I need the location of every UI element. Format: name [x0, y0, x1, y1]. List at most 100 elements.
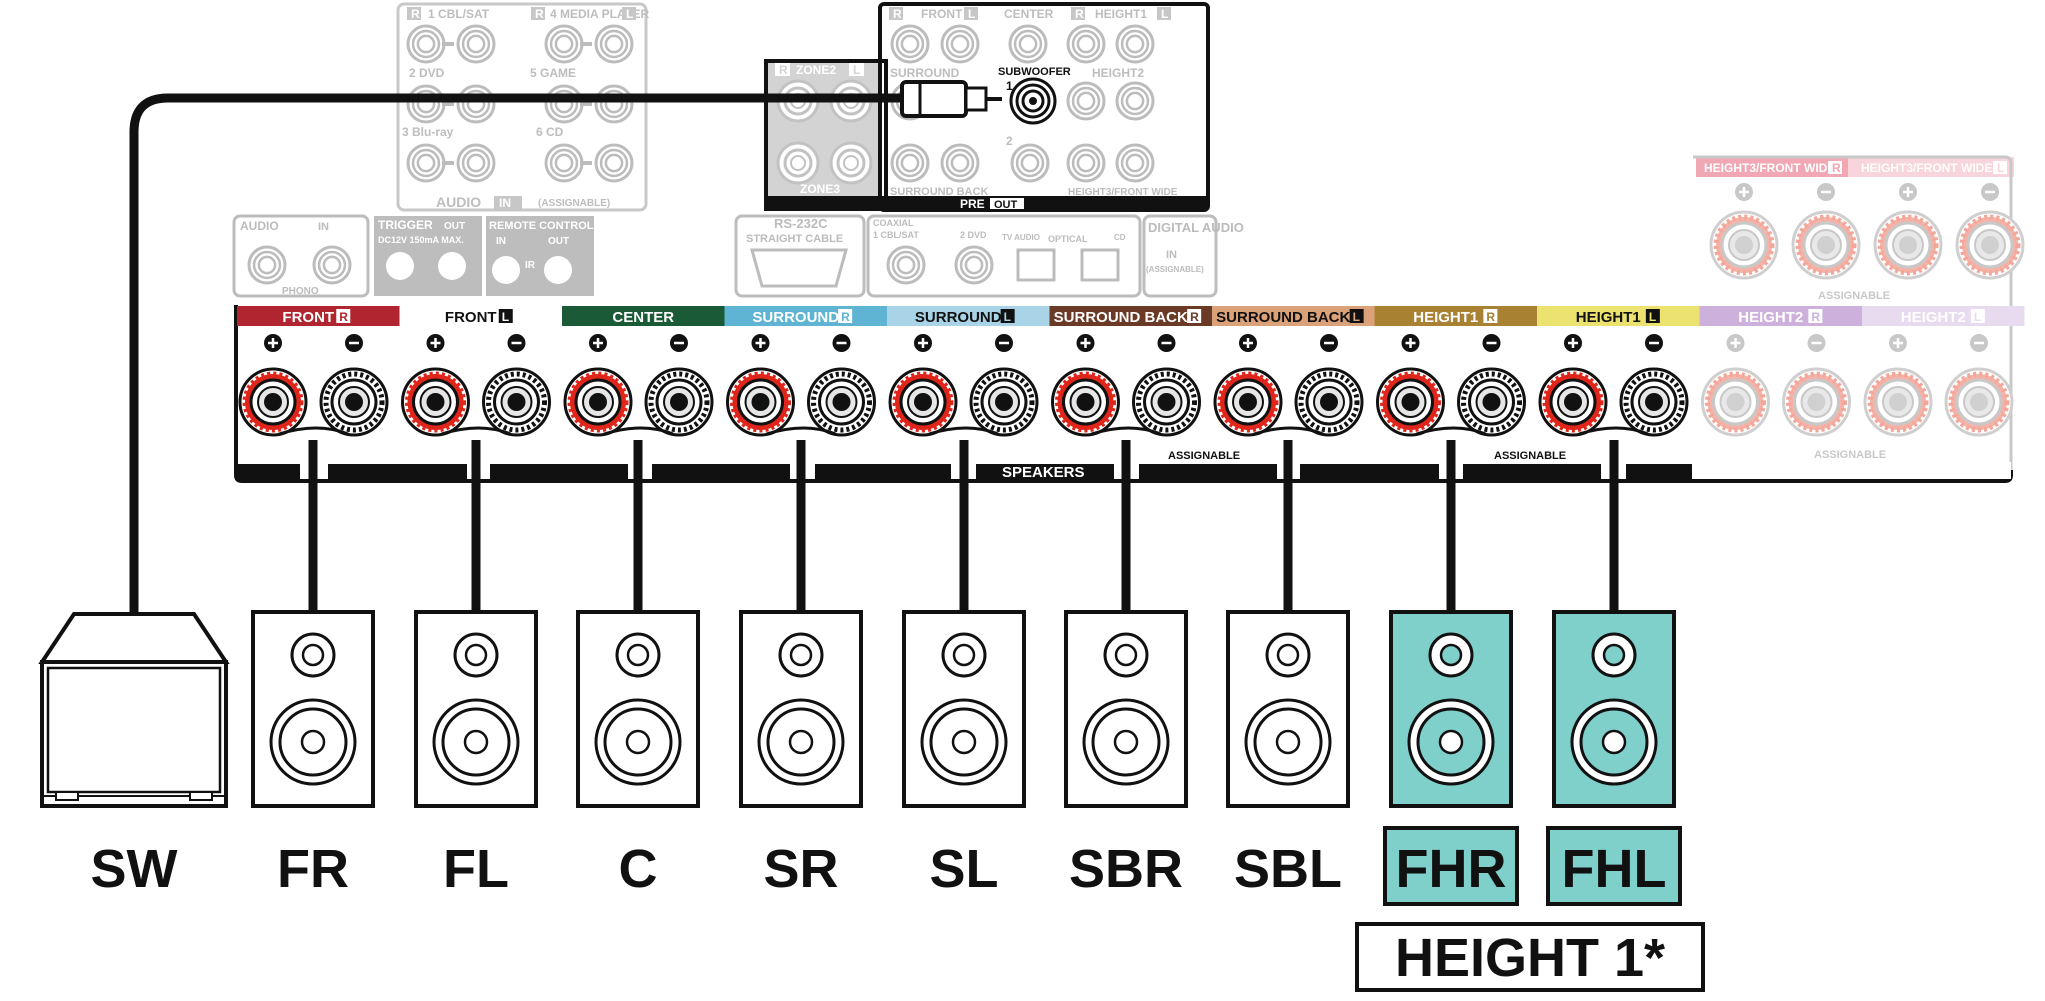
- terminal-label: HEIGHT2: [1738, 309, 1803, 326]
- svg-text:L: L: [626, 7, 633, 21]
- input-rca-jack: [406, 143, 446, 183]
- positive-binding-post: [1538, 367, 1608, 437]
- speaker-code-label: SBL: [1234, 839, 1342, 899]
- cable-clip: [1578, 426, 1649, 436]
- input-cbl-sat-label: 1 CBL/SAT: [428, 7, 490, 21]
- speaker-fhr: FHR: [1383, 610, 1519, 906]
- positive-binding-post: [1213, 367, 1283, 437]
- speaker-code-box: [1546, 826, 1682, 906]
- tweeter-inner: [789, 643, 813, 667]
- svg-text:L: L: [968, 7, 975, 21]
- negative-binding-post: [1132, 367, 1201, 437]
- negative-binding-post: [319, 367, 389, 437]
- minus-sign-icon: [670, 334, 688, 352]
- digital-assignable: (ASSIGNABLE): [1146, 265, 1204, 274]
- zone-rca-jack: [829, 141, 873, 185]
- minus-sign-icon: [1482, 334, 1501, 352]
- terminal-color-band: [1049, 306, 1212, 326]
- input-rca-jack: [544, 84, 584, 124]
- speaker-code-label: FHR: [1396, 839, 1507, 899]
- input-game-label: 5 GAME: [530, 66, 576, 80]
- speaker-sl: SL: [902, 610, 1026, 899]
- input-rca-jack: [406, 24, 446, 64]
- terminal-label: SURROUND: [915, 309, 1002, 326]
- negative-binding-post: [1782, 367, 1851, 437]
- input-rca-jack: [594, 84, 634, 124]
- terminal-label: SURROUND BACK: [1216, 309, 1350, 326]
- plus-sign-icon: [1401, 334, 1420, 352]
- tweeter-inner: [626, 643, 650, 667]
- pre-out-rca-jack: [940, 143, 980, 183]
- svg-text:R: R: [1075, 7, 1084, 21]
- pre-out-rca-jack: [1115, 143, 1155, 183]
- tweeter-inner: [1276, 643, 1300, 667]
- negative-binding-post: [1457, 367, 1526, 437]
- bottom-bar-segment: [1139, 464, 1277, 480]
- trigger-spec: DC12V 150mA MAX.: [378, 235, 464, 245]
- input-bluray-label: 3 Blu-ray: [402, 125, 454, 139]
- input-dvd-label: 2 DVD: [409, 66, 445, 80]
- pre-out-rca-jack: [1010, 143, 1050, 183]
- terminal-label: HEIGHT1: [1576, 309, 1641, 326]
- pre-out-rca-jack: [890, 24, 930, 64]
- woofer-dustcap: [1275, 729, 1301, 755]
- coax-dvd-label: 2 DVD: [960, 230, 987, 240]
- ghost-panel-box: [866, 214, 1142, 298]
- terminal-strip-ghost-frame: [1693, 155, 2013, 470]
- woofer-dustcap: [1113, 729, 1139, 755]
- positive-binding-post: [238, 367, 308, 437]
- cable-clip: [766, 426, 837, 436]
- terminal-side-badge: [336, 309, 351, 323]
- minus-sign-icon: [1807, 334, 1826, 352]
- speaker-cables: [308, 440, 1619, 612]
- phono-label: PHONO: [282, 286, 319, 297]
- plus-sign-icon: [426, 334, 445, 352]
- speaker-code-label: C: [619, 839, 658, 899]
- audio-assignable-label: (ASSIGNABLE): [538, 198, 610, 209]
- ghost-panel-box: [1142, 214, 1218, 298]
- terminal-side-label: L: [1004, 310, 1011, 324]
- trigger-jack-2: [438, 252, 466, 280]
- pre-out-rca-jack: [940, 24, 980, 64]
- pre-out-rca-jack: [1115, 24, 1155, 64]
- negative-binding-post: [1294, 367, 1364, 437]
- cable-clip: [1091, 426, 1162, 436]
- negative-binding-post: [644, 367, 714, 437]
- plus-sign-icon: [1889, 334, 1907, 352]
- terminal-side-label: L: [502, 310, 509, 324]
- pre-height1-label: HEIGHT1: [1095, 7, 1147, 21]
- bottom-bar-segment: [1626, 464, 1692, 480]
- coaxial-jack: [886, 245, 926, 285]
- zone3-label: ZONE3: [800, 182, 840, 196]
- minus-sign-icon: [1645, 334, 1663, 352]
- phono-jack: [247, 245, 287, 285]
- height3-l-side: L: [1997, 161, 2004, 175]
- opt-cd-label: CD: [1114, 233, 1126, 242]
- assignable-label-1: ASSIGNABLE: [1168, 450, 1240, 462]
- subwoofer-foot: [55, 791, 79, 801]
- trigger-label: TRIGGER: [378, 218, 433, 232]
- minus-sign-icon: [832, 334, 851, 352]
- height1-group: HEIGHT 1*: [1355, 922, 1705, 992]
- terminal-side-badge: [1000, 309, 1015, 323]
- tweeter-inner: [1439, 643, 1463, 667]
- svg-text:R: R: [535, 7, 544, 21]
- subwoofer-front: [46, 666, 222, 794]
- digital-in: IN: [1166, 249, 1177, 261]
- pre-out-rca-jack: [1115, 81, 1155, 121]
- terminal-bottom-bar: [238, 464, 1692, 480]
- subwoofer-out-jack: [1009, 77, 1057, 125]
- positive-binding-post: [401, 367, 470, 437]
- remote-jack-out: [544, 256, 572, 284]
- speaker-code-label: SR: [763, 839, 838, 899]
- pre-surround-back-label: SURROUND BACK: [890, 186, 988, 198]
- positive-binding-post: [1376, 367, 1445, 437]
- assignable-label-2: ASSIGNABLE: [1494, 450, 1566, 462]
- trigger-out: OUT: [444, 221, 465, 232]
- svg-text:R: R: [779, 63, 788, 77]
- upper-input-jacks: [406, 24, 634, 183]
- optical-port: [1016, 248, 1056, 282]
